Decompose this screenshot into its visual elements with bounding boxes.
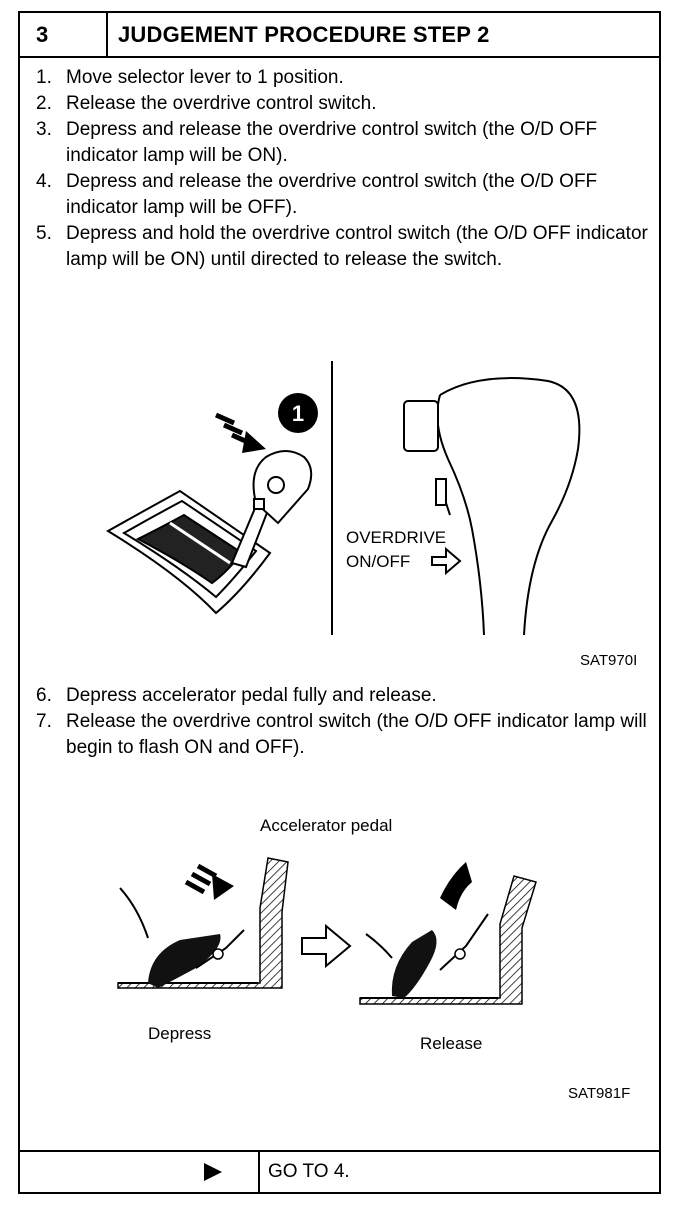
step-item: 7.Release the overdrive control switch (… (36, 711, 647, 758)
figure2-code: SAT981F (568, 1085, 631, 1102)
footer-arrow-cell (20, 1152, 260, 1192)
release-label: Release (420, 1034, 483, 1053)
step-item: 3.Depress and release the overdrive cont… (36, 119, 598, 166)
shift-gate-illustration (106, 489, 272, 615)
accelerator-pedal-figure (117, 857, 537, 1005)
callout-1-icon: 1 (278, 393, 318, 433)
svg-text:1: 1 (292, 401, 304, 426)
depress-label: Depress (148, 1024, 212, 1043)
step-item: 1.Move selector lever to 1 position. (36, 67, 344, 88)
steps-list-2: 6.Depress accelerator pedal fully and re… (20, 683, 651, 761)
shift-knob-illustration (403, 377, 581, 636)
figure2-title: Accelerator pedal (260, 816, 393, 835)
selector-lever-illustration (230, 450, 313, 569)
play-right-icon (204, 1163, 222, 1181)
step-item: 4.Depress and release the overdrive cont… (36, 171, 598, 218)
pedal-release-illustration (359, 862, 537, 1005)
step-item: 6.Depress accelerator pedal fully and re… (36, 685, 437, 706)
pedal-depress-illustration (117, 857, 289, 989)
header-row: 3 JUDGEMENT PROCEDURE STEP 2 (20, 13, 659, 58)
footer-row: GO TO 4. (20, 1150, 659, 1192)
step-title: JUDGEMENT PROCEDURE STEP 2 (118, 22, 490, 47)
procedure-box: 3 JUDGEMENT PROCEDURE STEP 2 1.Move sele… (18, 11, 661, 1194)
outline-arrow-right-icon (431, 546, 462, 576)
selector-lever-figure: 1 OVERDRIVE ON/OFF (106, 361, 581, 636)
figure1-code: SAT970I (580, 652, 638, 669)
step-item: 2.Release the overdrive control switch. (36, 93, 377, 114)
step-item: 5.Depress and hold the overdrive control… (36, 223, 648, 270)
onoff-label: ON/OFF (346, 552, 410, 571)
step-number: 3 (20, 13, 108, 56)
transition-arrow-icon (301, 923, 352, 969)
goto-next-link[interactable]: GO TO 4. (268, 1161, 350, 1182)
overdrive-label: OVERDRIVE (346, 528, 446, 547)
steps-list-1: 1.Move selector lever to 1 position. 2.R… (20, 65, 651, 273)
